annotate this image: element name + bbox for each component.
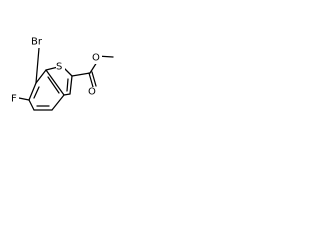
fluorine-label-bg <box>11 93 19 105</box>
carbonyl-oxygen-label-bg <box>88 87 98 98</box>
bond-c7-br <box>35 47 40 84</box>
bond-c7a-c3a <box>45 69 65 96</box>
bond-carbonyl-o-double-2 <box>91 71 97 87</box>
bond-c6-c7 <box>28 82 37 101</box>
ester-oxygen-label-bg <box>92 53 102 64</box>
bond-c2-c3-inner <box>66 78 69 92</box>
bond-c5-c6 <box>28 99 35 111</box>
carbonyl-oxygen-label: O <box>88 87 96 98</box>
chemical-structure: Br F S O O <box>11 36 114 111</box>
bond-c6-c7-inner <box>33 86 40 99</box>
sulfur-label: S <box>56 62 62 73</box>
bond-c2-c3 <box>69 75 73 95</box>
bond-carbonyl-o-double-1 <box>88 72 94 88</box>
bond-c6-f <box>18 97 30 101</box>
atom-labels: Br F S O O <box>11 36 102 105</box>
bond-c3-c3a <box>63 93 71 96</box>
bond-c7a-c3a-inner <box>47 76 60 94</box>
bond-c7-c7a <box>35 69 47 84</box>
ester-oxygen-label: O <box>92 53 100 64</box>
bromine-label-bg <box>31 36 47 48</box>
fluorine-label: F <box>11 94 17 105</box>
bromine-label: Br <box>31 37 43 48</box>
sulfur-label-bg <box>56 61 65 73</box>
bond-c2-carbonyl <box>71 72 91 77</box>
bond-c3a-c4 <box>51 94 65 111</box>
